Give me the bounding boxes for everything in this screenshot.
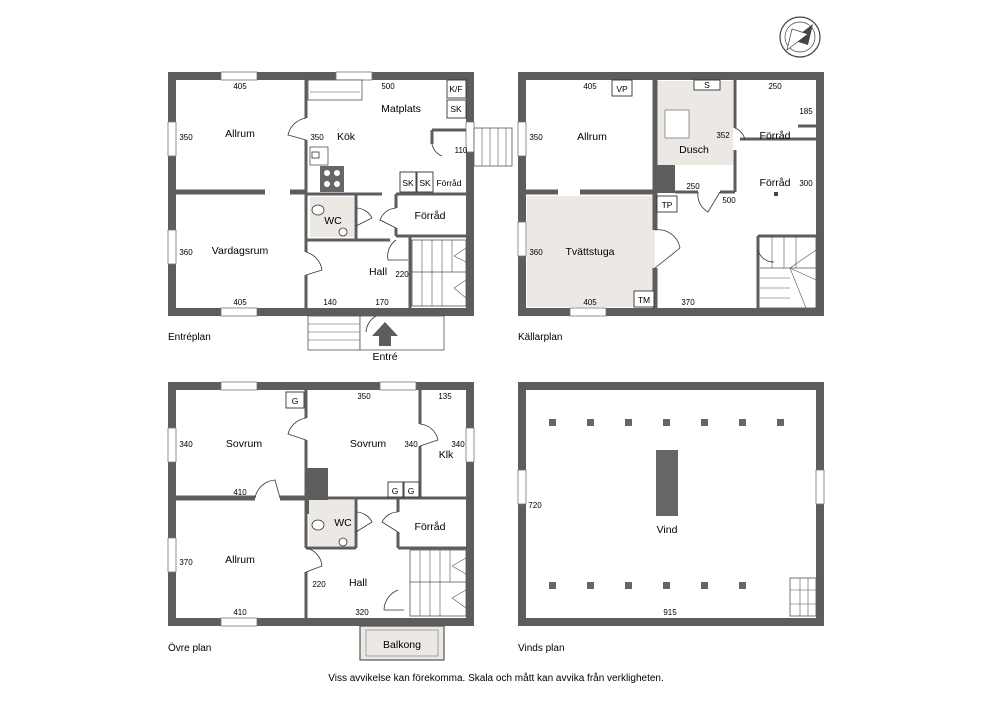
dim-label: 410 xyxy=(233,608,247,617)
dim-label: 405 xyxy=(233,82,247,91)
label-g: G xyxy=(408,486,415,496)
room-kok: Kök xyxy=(337,131,356,143)
dim-label: 220 xyxy=(312,580,326,589)
dim-label: 405 xyxy=(583,82,597,91)
room-sovrum: Sovrum xyxy=(350,438,386,450)
room-allrum: Allrum xyxy=(577,131,607,143)
plan-caption-ovre: Övre plan xyxy=(168,642,211,654)
dim-label: 370 xyxy=(681,298,695,307)
dim-label: 720 xyxy=(528,501,542,510)
dim-label: 250 xyxy=(686,182,700,191)
label-g: G xyxy=(392,486,399,496)
room-entre: Entré xyxy=(372,351,397,363)
dim-label: 185 xyxy=(799,107,813,116)
dim-label: 300 xyxy=(799,179,813,188)
label-tp: TP xyxy=(662,200,673,210)
plan-ovre xyxy=(167,381,475,661)
room-tvattstuga: Tvättstuga xyxy=(565,246,614,258)
room-hall: Hall xyxy=(369,266,387,278)
room-forrad: Förråd xyxy=(415,210,446,222)
dim-label: 170 xyxy=(375,298,389,307)
room-wc: WC xyxy=(324,215,342,227)
plan-caption-kallare: Källarplan xyxy=(518,332,562,343)
room-balkong: Balkong xyxy=(383,639,421,651)
room-allrum: Allrum xyxy=(225,128,255,140)
dim-label: 350 xyxy=(357,392,371,401)
compass-icon xyxy=(779,16,821,58)
dim-label: 350 xyxy=(529,133,543,142)
plan-vind-labels: Vind 720 915 Vinds plan xyxy=(518,501,678,654)
dim-label: 915 xyxy=(663,608,677,617)
label-sk: SK xyxy=(450,104,462,114)
dim-label: 405 xyxy=(233,298,247,307)
room-dusch: Dusch xyxy=(679,144,709,156)
plan-kallare xyxy=(517,72,824,317)
dim-label: 500 xyxy=(381,82,395,91)
dim-label: 340 xyxy=(404,440,418,449)
plan-entre-labels: Allrum Vardagsrum Kök Matplats WC Förråd… xyxy=(168,82,468,363)
dim-label: 350 xyxy=(179,133,193,142)
room-allrum: Allrum xyxy=(225,554,255,566)
plan-caption-entre: Entréplan xyxy=(168,332,211,343)
room-forrad: Förråd xyxy=(415,521,446,533)
label-g: G xyxy=(292,396,299,406)
room-klk: Klk xyxy=(439,449,454,461)
dim-label: 410 xyxy=(233,488,247,497)
plan-entre xyxy=(167,71,513,351)
label-sk: SK xyxy=(419,178,431,188)
dim-label: 350 xyxy=(310,133,324,142)
dim-label: 250 xyxy=(768,82,782,91)
plan-caption-vind: Vinds plan xyxy=(518,643,565,654)
room-vind: Vind xyxy=(657,524,678,536)
plan-vind xyxy=(517,382,825,626)
room-hall: Hall xyxy=(349,577,367,589)
room-forrad: Förråd xyxy=(760,177,791,189)
label-s: S xyxy=(704,80,710,90)
dim-label: 360 xyxy=(179,248,193,257)
dim-label: 135 xyxy=(438,392,452,401)
room-forrad: Förråd xyxy=(760,130,791,142)
room-forrad-small: Förråd xyxy=(436,178,461,188)
dim-label: 500 xyxy=(722,196,736,205)
dim-label: 340 xyxy=(451,440,465,449)
dim-label: 405 xyxy=(583,298,597,307)
dim-label: 110 xyxy=(455,146,468,155)
dim-label: 370 xyxy=(179,558,193,567)
dim-label: 220 xyxy=(395,270,409,279)
dim-label: 340 xyxy=(179,440,193,449)
dim-label: 360 xyxy=(529,248,543,257)
dim-label: 352 xyxy=(716,131,730,140)
label-vp: VP xyxy=(616,84,628,94)
label-kf: K/F xyxy=(449,84,462,94)
dim-label: 320 xyxy=(355,608,369,617)
plan-kallare-labels: Allrum Dusch Förråd Förråd Tvättstuga VP… xyxy=(518,80,813,343)
label-sk: SK xyxy=(402,178,414,188)
footer-note: Viss avvikelse kan förekomma. Skala och … xyxy=(328,672,664,684)
plan-ovre-labels: Sovrum Sovrum Klk WC Förråd Allrum Hall … xyxy=(168,392,465,654)
room-wc: WC xyxy=(334,517,352,529)
room-sovrum: Sovrum xyxy=(226,438,262,450)
label-tm: TM xyxy=(638,295,650,305)
room-vardagsrum: Vardagsrum xyxy=(212,245,269,257)
room-matplats: Matplats xyxy=(381,103,421,115)
dim-label: 140 xyxy=(323,298,337,307)
